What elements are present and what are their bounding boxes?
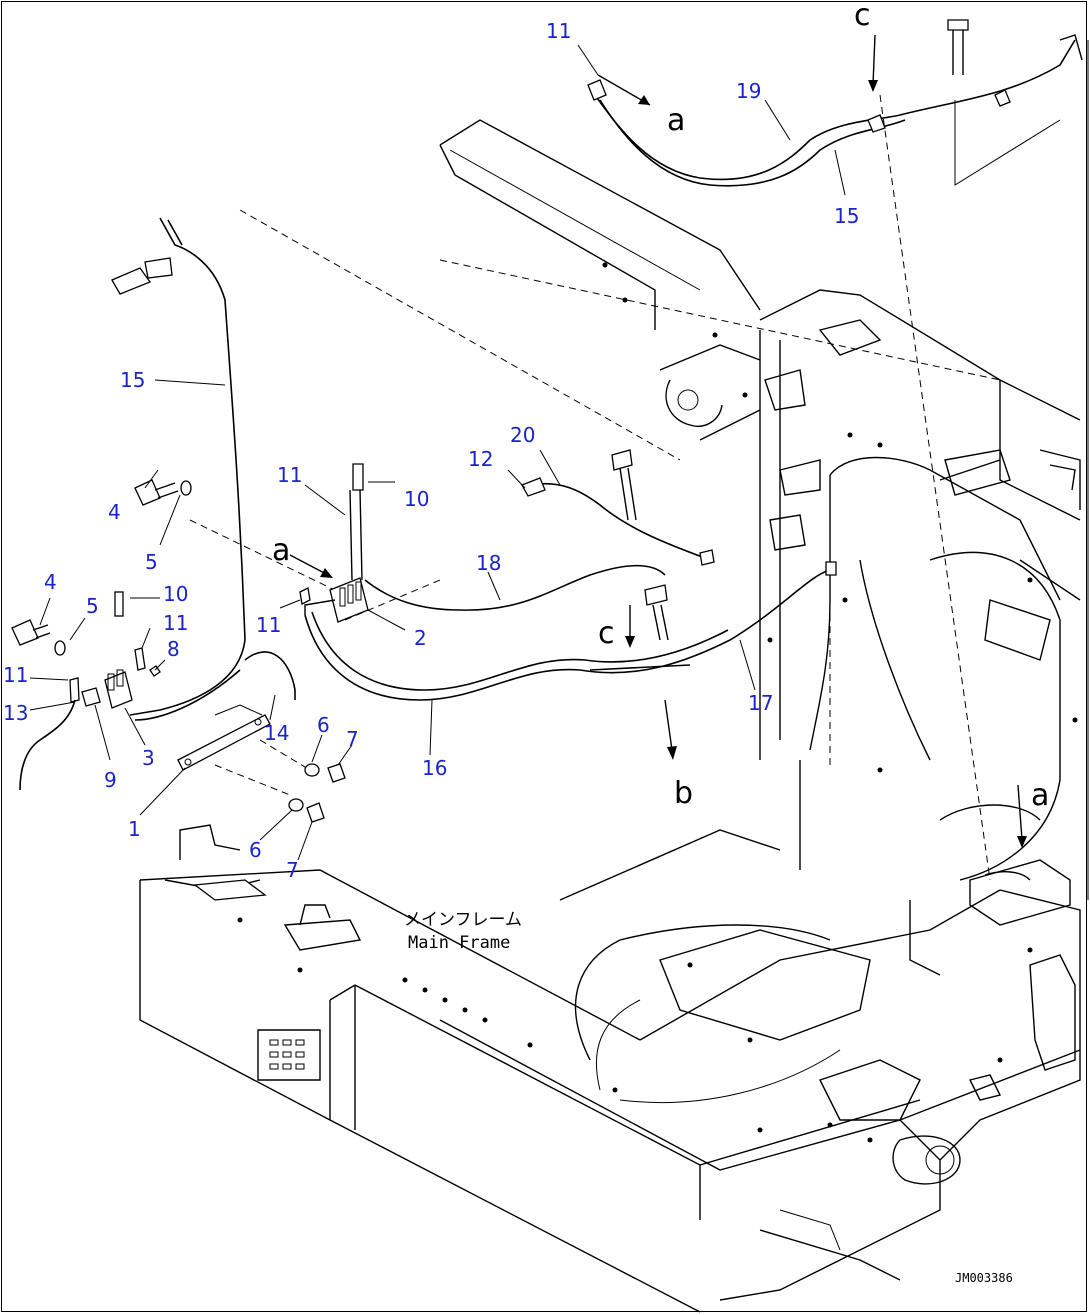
left-hose-15 (111, 217, 296, 721)
callout-17: 17 (748, 691, 773, 715)
reference-letters: a c a c b a (272, 0, 1049, 813)
callout-10-mid: 10 (404, 487, 429, 511)
main-frame-label-jp: メインフレーム (404, 910, 522, 930)
hose-16-and-17 (304, 561, 837, 701)
callout-6-b: 6 (249, 838, 262, 862)
main-frame-structure (139, 824, 1081, 1313)
callout-11-left-a: 11 (163, 611, 188, 635)
callout-3: 3 (142, 746, 155, 770)
callout-2: 2 (414, 626, 427, 650)
pipe-bolt-stacks (611, 449, 669, 641)
callout-16: 16 (422, 756, 447, 780)
callout-6-a: 6 (317, 713, 330, 737)
callout-5-b: 5 (86, 594, 99, 618)
callout-13: 13 (3, 701, 28, 725)
callout-11-left-b: 11 (3, 663, 28, 687)
frame-vent-holes (269, 1039, 305, 1070)
callout-14: 14 (264, 721, 289, 745)
callout-1: 1 (128, 817, 141, 841)
callout-11-box: 11 (256, 613, 281, 637)
callout-12: 12 (468, 447, 493, 471)
callout-10-left: 10 (163, 582, 188, 606)
top-hose-assembly (587, 19, 1083, 187)
letter-c-mid: c (598, 616, 615, 651)
callout-5-a: 5 (145, 550, 158, 574)
drawing-code: JM003386 (955, 1271, 1013, 1285)
upper-bolt-heads (602, 262, 1078, 953)
hose-18-and-20 (349, 463, 715, 611)
callout-11-mid: 11 (277, 463, 302, 487)
callout-4-b: 4 (44, 570, 57, 594)
callout-18: 18 (476, 551, 501, 575)
main-frame-label-en: Main Frame (408, 933, 510, 953)
letter-a-mid: a (272, 533, 290, 568)
upper-frame-structure (189, 40, 1089, 976)
callout-7-b: 7 (286, 858, 299, 882)
letter-c-top: c (854, 0, 871, 33)
callout-7-a: 7 (346, 727, 359, 751)
left-components (11, 479, 346, 823)
callout-4-a: 4 (108, 500, 121, 524)
callout-labels: 11 19 15 15 20 12 11 10 18 4 5 4 5 10 11… (3, 19, 859, 882)
callout-11-top: 11 (546, 19, 571, 43)
callout-19: 19 (736, 79, 761, 103)
leader-lines (29, 44, 846, 861)
callout-15-top: 15 (834, 204, 859, 228)
callout-9: 9 (104, 768, 117, 792)
callout-15-left: 15 (120, 368, 145, 392)
valve-block-2 (304, 577, 369, 623)
frame-bolt-heads (237, 917, 1003, 1143)
callout-8: 8 (167, 637, 180, 661)
direction-arrows (289, 34, 1027, 848)
letter-b-mid: b (674, 776, 693, 811)
letter-a-top: a (667, 103, 685, 138)
callout-20: 20 (510, 423, 535, 447)
letter-a-right: a (1031, 778, 1049, 813)
